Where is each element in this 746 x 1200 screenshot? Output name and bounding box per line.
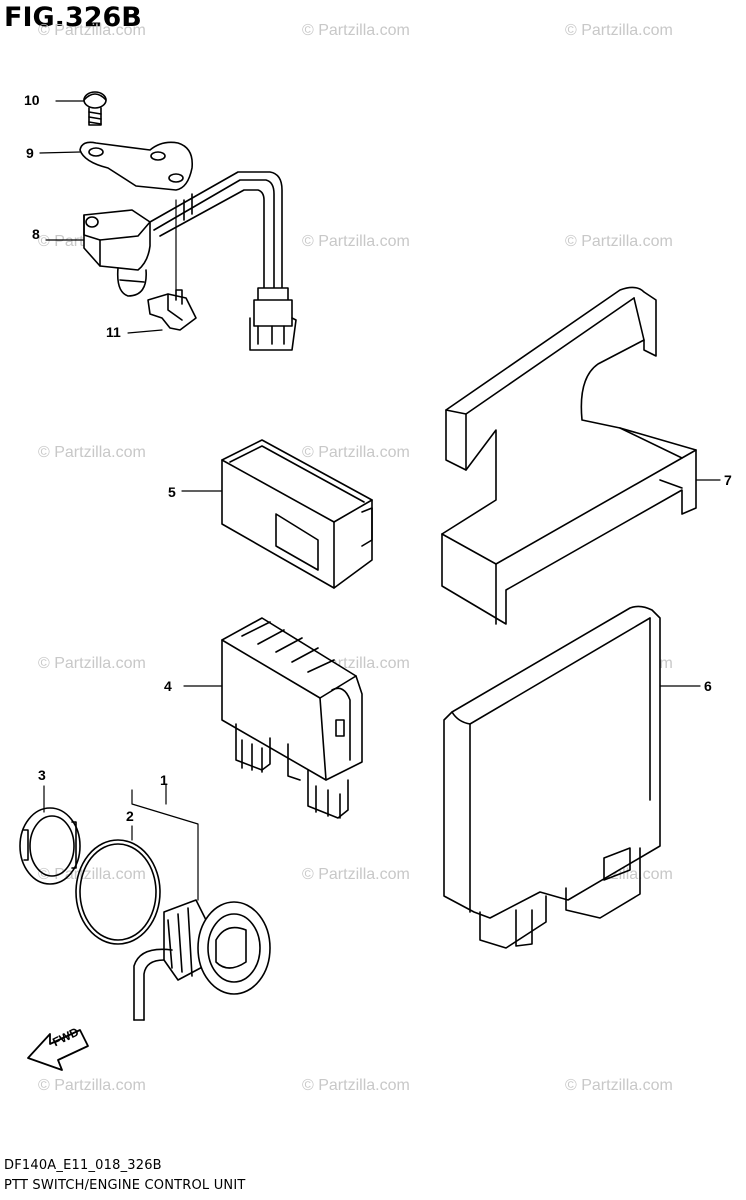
- part-9-bracket: [39, 141, 194, 191]
- watermark: © Partzilla.com: [302, 866, 410, 883]
- part-2-o-ring: [75, 825, 161, 945]
- footer-caption: PTT SWITCH/ENGINE CONTROL UNIT: [4, 1178, 246, 1193]
- part-1-ptt-switch: [131, 783, 271, 1021]
- watermark: © Partzilla.com: [38, 444, 146, 461]
- callout-6: 6: [704, 678, 712, 694]
- watermark: © Partzilla.com: [565, 233, 673, 250]
- part-5-cover: [181, 439, 373, 589]
- part-4-module: [183, 617, 363, 819]
- figure-title: FIG.326B: [4, 2, 142, 33]
- part-10-screw: [55, 91, 107, 126]
- callout-1: 1: [160, 772, 168, 788]
- callout-2: 2: [126, 808, 134, 824]
- callout-7: 7: [724, 472, 732, 488]
- callout-3: 3: [38, 767, 46, 783]
- callout-11: 11: [106, 324, 121, 340]
- part-3-ring-nut: [19, 785, 81, 885]
- part-7-cover: [441, 286, 721, 625]
- watermark: © Partzilla.com: [302, 233, 410, 250]
- part-8-ptt-sensor: [45, 209, 151, 297]
- watermark: © Partzilla.com: [302, 22, 410, 39]
- part-6-ecu: [443, 605, 701, 949]
- wire-harness: [149, 171, 283, 291]
- callout-9: 9: [26, 145, 34, 161]
- watermark: © Partzilla.com: [565, 1077, 673, 1094]
- watermark: © Partzilla.com: [38, 655, 146, 672]
- part-11-clip: [127, 199, 197, 334]
- watermark: © Partzilla.com: [302, 444, 410, 461]
- callout-5: 5: [168, 484, 176, 500]
- callout-10: 10: [24, 92, 40, 108]
- footer-code: DF140A_E11_018_326B: [4, 1158, 162, 1173]
- watermark: © Partzilla.com: [302, 1077, 410, 1094]
- callout-4: 4: [164, 678, 172, 694]
- watermark: © Partzilla.com: [38, 22, 146, 39]
- watermark: © Partzilla.com: [565, 22, 673, 39]
- fwd-arrow-icon: [27, 1029, 89, 1071]
- harness-connector: [249, 287, 297, 351]
- watermark: © Partzilla.com: [38, 1077, 146, 1094]
- callout-8: 8: [32, 226, 40, 242]
